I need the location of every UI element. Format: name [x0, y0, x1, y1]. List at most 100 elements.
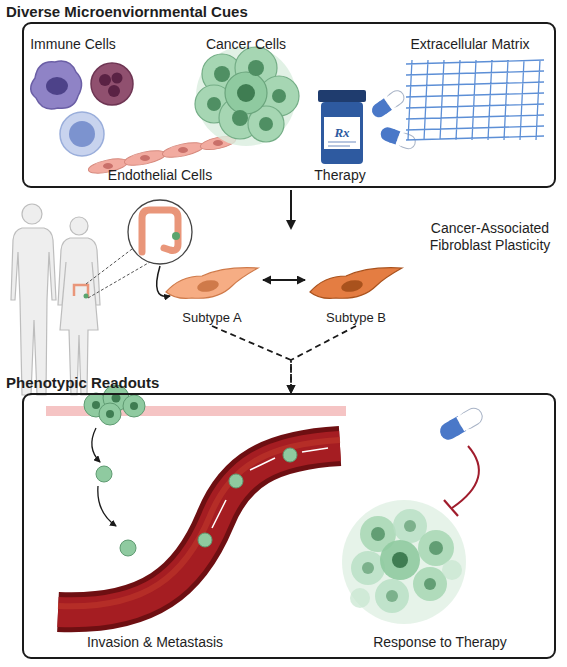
invading-cell [96, 466, 112, 482]
blood-vessel-part [58, 446, 340, 612]
inhibition-bar [444, 500, 458, 516]
treated-tumor-part [342, 500, 466, 624]
fibroblast-node: Subtype A [162, 262, 262, 326]
endothelial-chain-part [123, 148, 167, 168]
endothelial-chain-part [213, 140, 223, 146]
illustration-label: Endothelial Cells [85, 167, 235, 184]
fibroblast-node: Subtype B [306, 262, 406, 326]
capsule [437, 405, 485, 443]
flow-mark [212, 500, 226, 528]
macrophage [31, 61, 82, 109]
cancer-cluster-part [232, 110, 248, 126]
cancer-cluster-part [207, 97, 221, 111]
lymphocyte-part [69, 121, 95, 147]
capsule-part [456, 405, 485, 432]
cancer-cluster-part [248, 60, 264, 76]
cancer-cluster-part [214, 66, 230, 82]
group-box: Phenotypic Readouts [22, 393, 556, 659]
primary-tumor-part [123, 395, 145, 417]
circulating-cell [120, 540, 136, 556]
colon [142, 210, 178, 252]
neutrophil-part [108, 85, 120, 97]
treated-tumor-part [380, 540, 420, 580]
cancer-cluster-part [225, 72, 267, 114]
circulating-cell [283, 448, 297, 462]
blood-vessel [58, 440, 340, 612]
human-figures-part [70, 217, 88, 235]
treated-tumor-part [442, 560, 462, 580]
fibroblast-body [166, 268, 258, 299]
treated-tumor-part [375, 579, 409, 613]
fibroblast-shape [306, 262, 406, 306]
fibroblast-nucleus [340, 278, 364, 293]
invasion-arrow [98, 486, 116, 526]
cancer-cluster-part [237, 84, 255, 102]
human-figures-part [22, 204, 42, 224]
cancer-cluster-part [272, 89, 286, 103]
neutrophil [91, 63, 133, 105]
illustration-label: Rx [326, 124, 358, 141]
capsule-part [456, 413, 472, 431]
cancer-cluster-part [196, 46, 296, 146]
flow-arrow [290, 190, 292, 228]
illustration-label: Response to Therapy [330, 634, 550, 651]
endothelial-chain-part [140, 155, 150, 161]
inhibition-line [452, 446, 479, 508]
flow-mark [302, 448, 328, 452]
circulating-cell [198, 533, 212, 547]
group-heading: Phenotypic Readouts [6, 374, 486, 392]
primary-tumor-part [106, 410, 114, 418]
blood-vessel-part [58, 446, 340, 612]
treated-tumor-part [350, 588, 370, 608]
pill-bottle-part [321, 102, 363, 164]
double-arrow [263, 279, 305, 281]
treated-tumor-part [424, 578, 436, 590]
fibroblast-body [310, 268, 402, 299]
abdomen-colon [74, 285, 88, 298]
capsule-part [384, 88, 407, 110]
flow-mark [250, 458, 275, 470]
capsule-part [384, 95, 396, 109]
neutrophil-part [99, 74, 111, 86]
treated-tumor-part [351, 551, 385, 585]
human-figures-part [58, 238, 100, 395]
illustration-label: Immune Cells [13, 36, 133, 53]
subtype-label: Subtype A [162, 310, 262, 326]
endothelial-chain-part [161, 140, 205, 160]
treated-tumor-part [429, 541, 443, 555]
pill-bottle [318, 90, 366, 164]
macrophage-part [46, 77, 68, 95]
matrix-grid [406, 60, 544, 140]
fibroblast-nucleus [196, 278, 220, 293]
macrophage-part [31, 61, 82, 109]
tumor-spot [84, 294, 89, 299]
dashed-connector [291, 326, 356, 393]
endothelial-chain-part [178, 147, 188, 153]
blood-vessel-part [58, 440, 340, 606]
illustration-label: Invasion & Metastasis [45, 634, 265, 651]
invasion-arrow [92, 428, 100, 462]
treated-tumor-part [362, 562, 374, 574]
pill-bottle-part [328, 141, 356, 143]
dashed-connector [212, 326, 291, 393]
fibroblast-shape [162, 262, 262, 306]
lymphocyte [60, 112, 104, 156]
treated-tumor-part [392, 552, 408, 568]
tumor-spot [172, 232, 180, 240]
illustration-label: Cancer-Associated Fibroblast Plasticity [420, 220, 560, 254]
treated-tumor-part [404, 520, 416, 532]
cancer-cluster-part [259, 117, 273, 131]
pill-bottle-part [328, 145, 350, 147]
treated-tumor [342, 500, 466, 624]
primary-tumor-part [99, 403, 121, 425]
zoom-circle [128, 200, 192, 264]
human-figures-part [11, 228, 56, 395]
primary-tumor-part [92, 401, 100, 409]
illustration-label: Therapy [295, 167, 385, 184]
illustration-label: Extracellular Matrix [390, 36, 550, 53]
pill-bottle-part [324, 117, 360, 149]
cancer-cluster [195, 46, 299, 146]
